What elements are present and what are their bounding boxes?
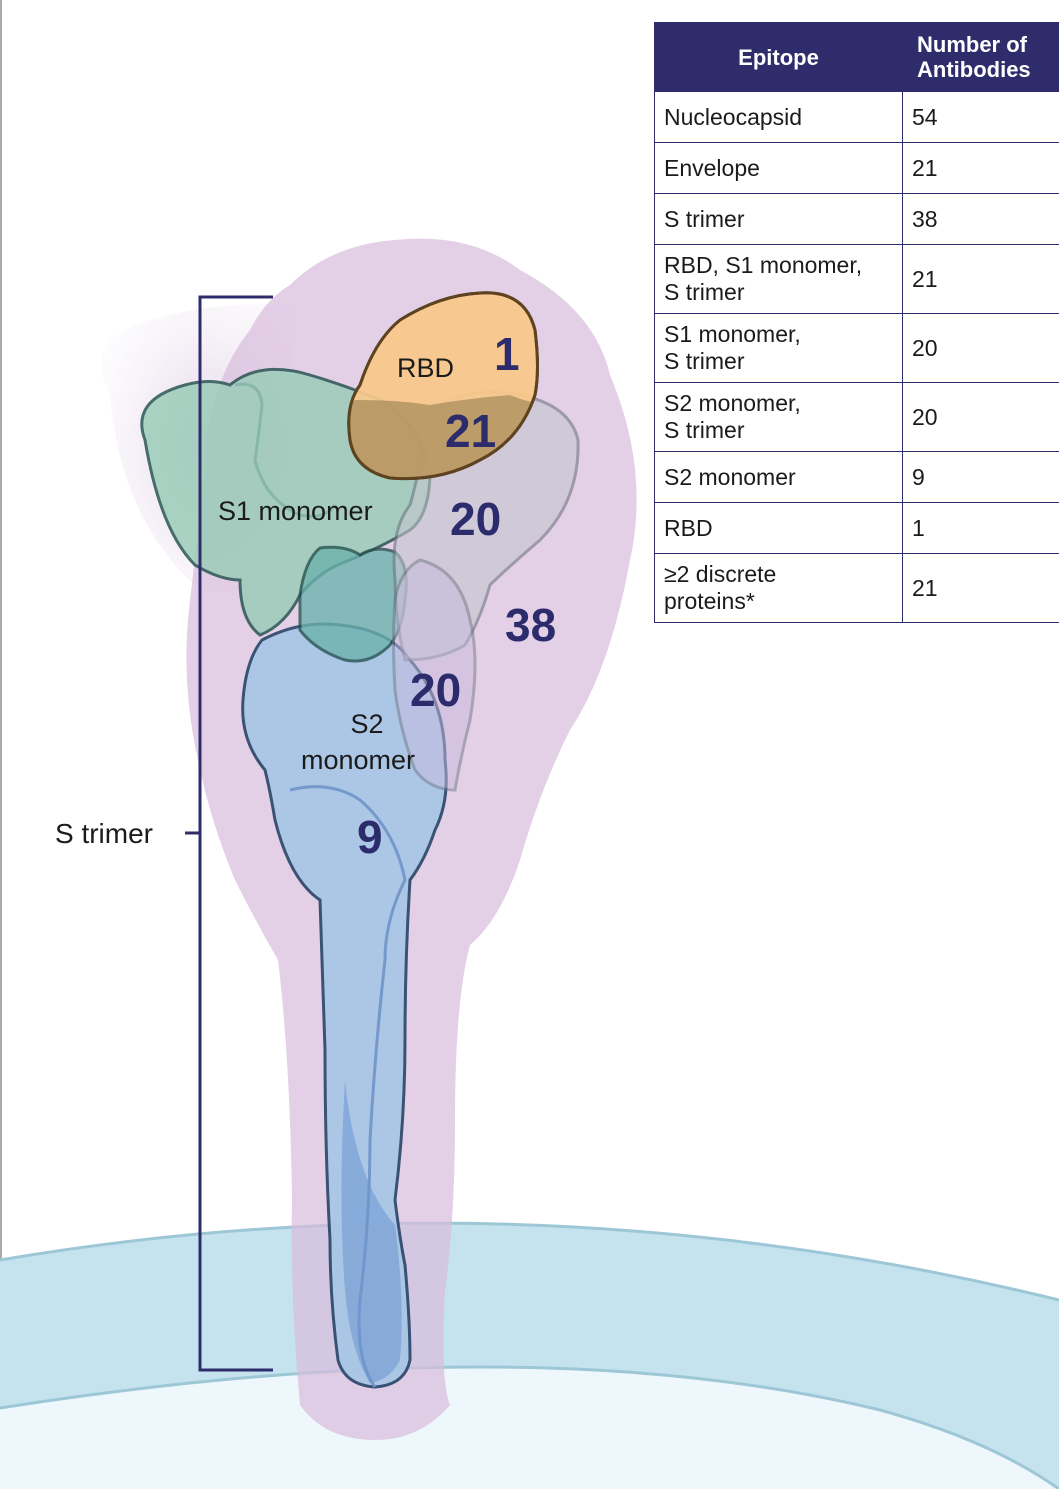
label-s-trimer: S trimer (55, 818, 153, 849)
count-cell: 21 (903, 143, 1059, 194)
label-s2-line2: monomer (301, 745, 415, 775)
header-number-of-antibodies: Number of Antibodies (903, 23, 1059, 92)
header-count-line2: Antibodies (917, 57, 1031, 82)
count-cell: 20 (903, 383, 1059, 452)
table-row: RBD 1 (655, 503, 1059, 554)
count-cell: 54 (903, 92, 1059, 143)
epitope-line1: ≥2 discrete (664, 561, 776, 587)
table-row: ≥2 discrete proteins* 21 (655, 554, 1059, 623)
table-row: S2 monomer 9 (655, 452, 1059, 503)
table-row: Nucleocapsid 54 (655, 92, 1059, 143)
epitope-cell: S1 monomer, S trimer (655, 314, 903, 383)
count-cell: 21 (903, 245, 1059, 314)
epitope-cell: Envelope (655, 143, 903, 194)
count-cell: 20 (903, 314, 1059, 383)
epitope-cell: Nucleocapsid (655, 92, 903, 143)
table-row: S1 monomer, S trimer 20 (655, 314, 1059, 383)
epitope-cell: RBD, S1 monomer, S trimer (655, 245, 903, 314)
s1-s2-overlap-shape (300, 547, 406, 661)
count-cell: 21 (903, 554, 1059, 623)
table-row: Envelope 21 (655, 143, 1059, 194)
header-epitope: Epitope (655, 23, 903, 92)
label-rbd: RBD (397, 353, 454, 383)
epitope-table: Epitope Number of Antibodies Nucleocapsi… (654, 22, 1059, 623)
epitope-line2: proteins* (664, 588, 755, 614)
epitope-cell: RBD (655, 503, 903, 554)
epitope-line1: RBD, S1 monomer, (664, 252, 862, 278)
count-s1-strimer: 20 (450, 493, 501, 545)
count-s2-strimer: 20 (410, 664, 461, 716)
count-cell: 9 (903, 452, 1059, 503)
header-count-line1: Number of (917, 32, 1027, 57)
epitope-line2: S trimer (664, 279, 745, 305)
epitope-line2: S trimer (664, 348, 745, 374)
epitope-line2: S trimer (664, 417, 745, 443)
count-strimer: 38 (505, 599, 556, 651)
epitope-cell: S2 monomer (655, 452, 903, 503)
table-row: S2 monomer, S trimer 20 (655, 383, 1059, 452)
epitope-line1: S2 monomer, (664, 390, 801, 416)
count-cell: 38 (903, 194, 1059, 245)
epitope-line1: S1 monomer, (664, 321, 801, 347)
table-row: S trimer 38 (655, 194, 1059, 245)
count-s2-only: 9 (357, 811, 383, 863)
label-s1-monomer: S1 monomer (218, 496, 373, 526)
epitope-cell: ≥2 discrete proteins* (655, 554, 903, 623)
count-rbd-only: 1 (494, 328, 520, 380)
table-header-row: Epitope Number of Antibodies (655, 23, 1059, 92)
count-rbd-s1-strimer: 21 (445, 405, 496, 457)
table-row: RBD, S1 monomer, S trimer 21 (655, 245, 1059, 314)
count-cell: 1 (903, 503, 1059, 554)
epitope-cell: S2 monomer, S trimer (655, 383, 903, 452)
epitope-cell: S trimer (655, 194, 903, 245)
label-s2-line1: S2 (350, 709, 383, 739)
